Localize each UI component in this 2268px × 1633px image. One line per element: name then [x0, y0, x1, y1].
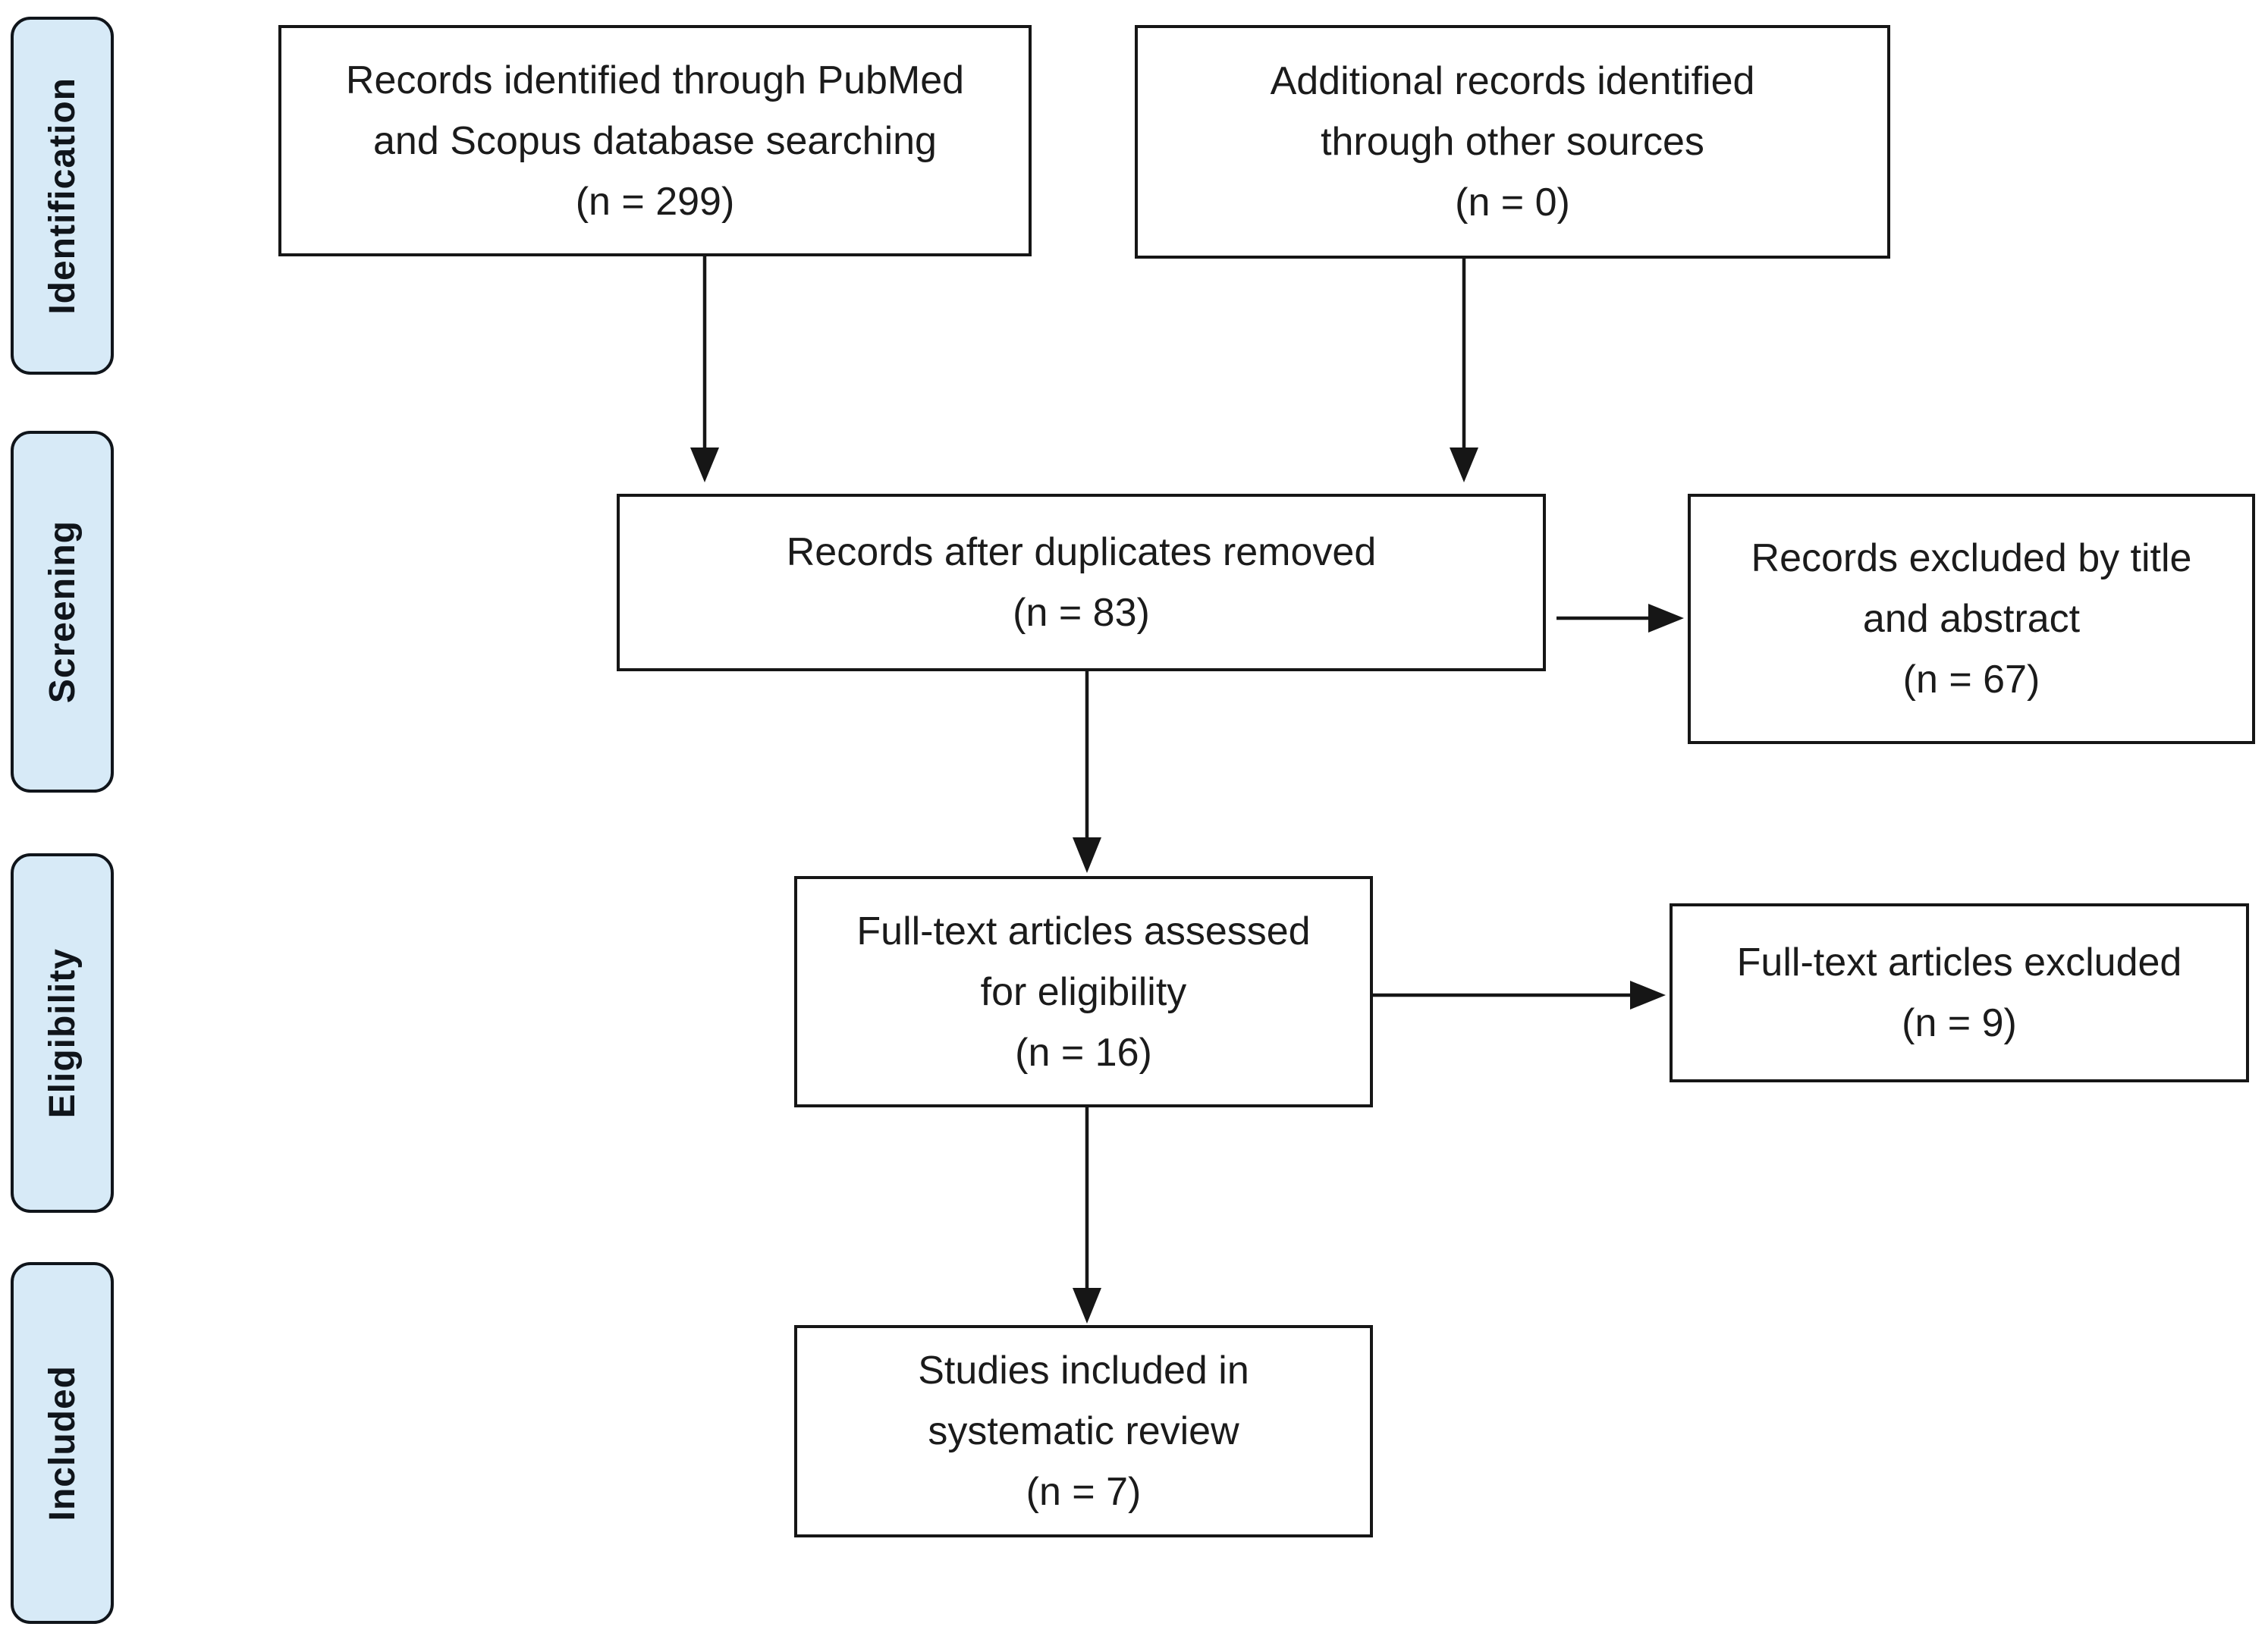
arrow-duplicates-to-excluded [1557, 604, 1684, 633]
stage-label-identification-text: Identification [42, 77, 83, 315]
flow-box-records-identified-text: Records identified through PubMed and Sc… [345, 58, 965, 224]
stage-label-eligibility-text: Eligibility [42, 947, 83, 1119]
flow-box-additional-records: Additional records identified through ot… [1135, 25, 1890, 259]
flow-box-fulltext-assessed-text: Full-text articles assessed for eligibil… [856, 909, 1311, 1075]
arrow-identified-to-duplicates [690, 256, 719, 482]
flow-box-duplicates-removed-text: Records after duplicates removed (n = 83… [786, 530, 1377, 635]
flow-box-fulltext-excluded-text: Full-text articles excluded (n = 9) [1736, 941, 2182, 1045]
arrow-down-icon [1450, 448, 1478, 482]
arrow-fulltext-to-included [1073, 1107, 1101, 1324]
arrow-additional-to-duplicates [1450, 259, 1478, 482]
stage-label-included: Included [11, 1262, 114, 1624]
stage-label-included-text: Included [42, 1364, 83, 1522]
arrow-right-icon [1648, 604, 1684, 633]
flow-box-studies-included: Studies included in systematic review (n… [794, 1325, 1373, 1537]
flow-box-additional-records-text: Additional records identified through ot… [1270, 59, 1755, 225]
stage-label-screening: Screening [11, 431, 114, 793]
arrow-duplicates-to-fulltext [1073, 671, 1101, 873]
flow-box-duplicates-removed: Records after duplicates removed (n = 83… [617, 494, 1546, 671]
arrow-right-icon [1630, 981, 1666, 1010]
stage-label-screening-text: Screening [42, 520, 83, 704]
arrow-down-icon [1073, 1288, 1101, 1324]
flow-box-records-excluded-text: Records excluded by title and abstract (… [1751, 536, 2192, 702]
flow-box-records-excluded: Records excluded by title and abstract (… [1688, 494, 2255, 744]
flow-box-studies-included-text: Studies included in systematic review (n… [918, 1349, 1249, 1514]
flow-box-records-identified: Records identified through PubMed and Sc… [278, 25, 1032, 256]
arrow-down-icon [1073, 837, 1101, 873]
stage-label-eligibility: Eligibility [11, 853, 114, 1213]
stage-label-identification: Identification [11, 17, 114, 375]
arrow-fulltext-to-excluded [1373, 981, 1666, 1010]
arrow-down-icon [690, 448, 719, 482]
flow-box-fulltext-assessed: Full-text articles assessed for eligibil… [794, 876, 1373, 1107]
flow-box-fulltext-excluded: Full-text articles excluded (n = 9) [1670, 903, 2249, 1082]
